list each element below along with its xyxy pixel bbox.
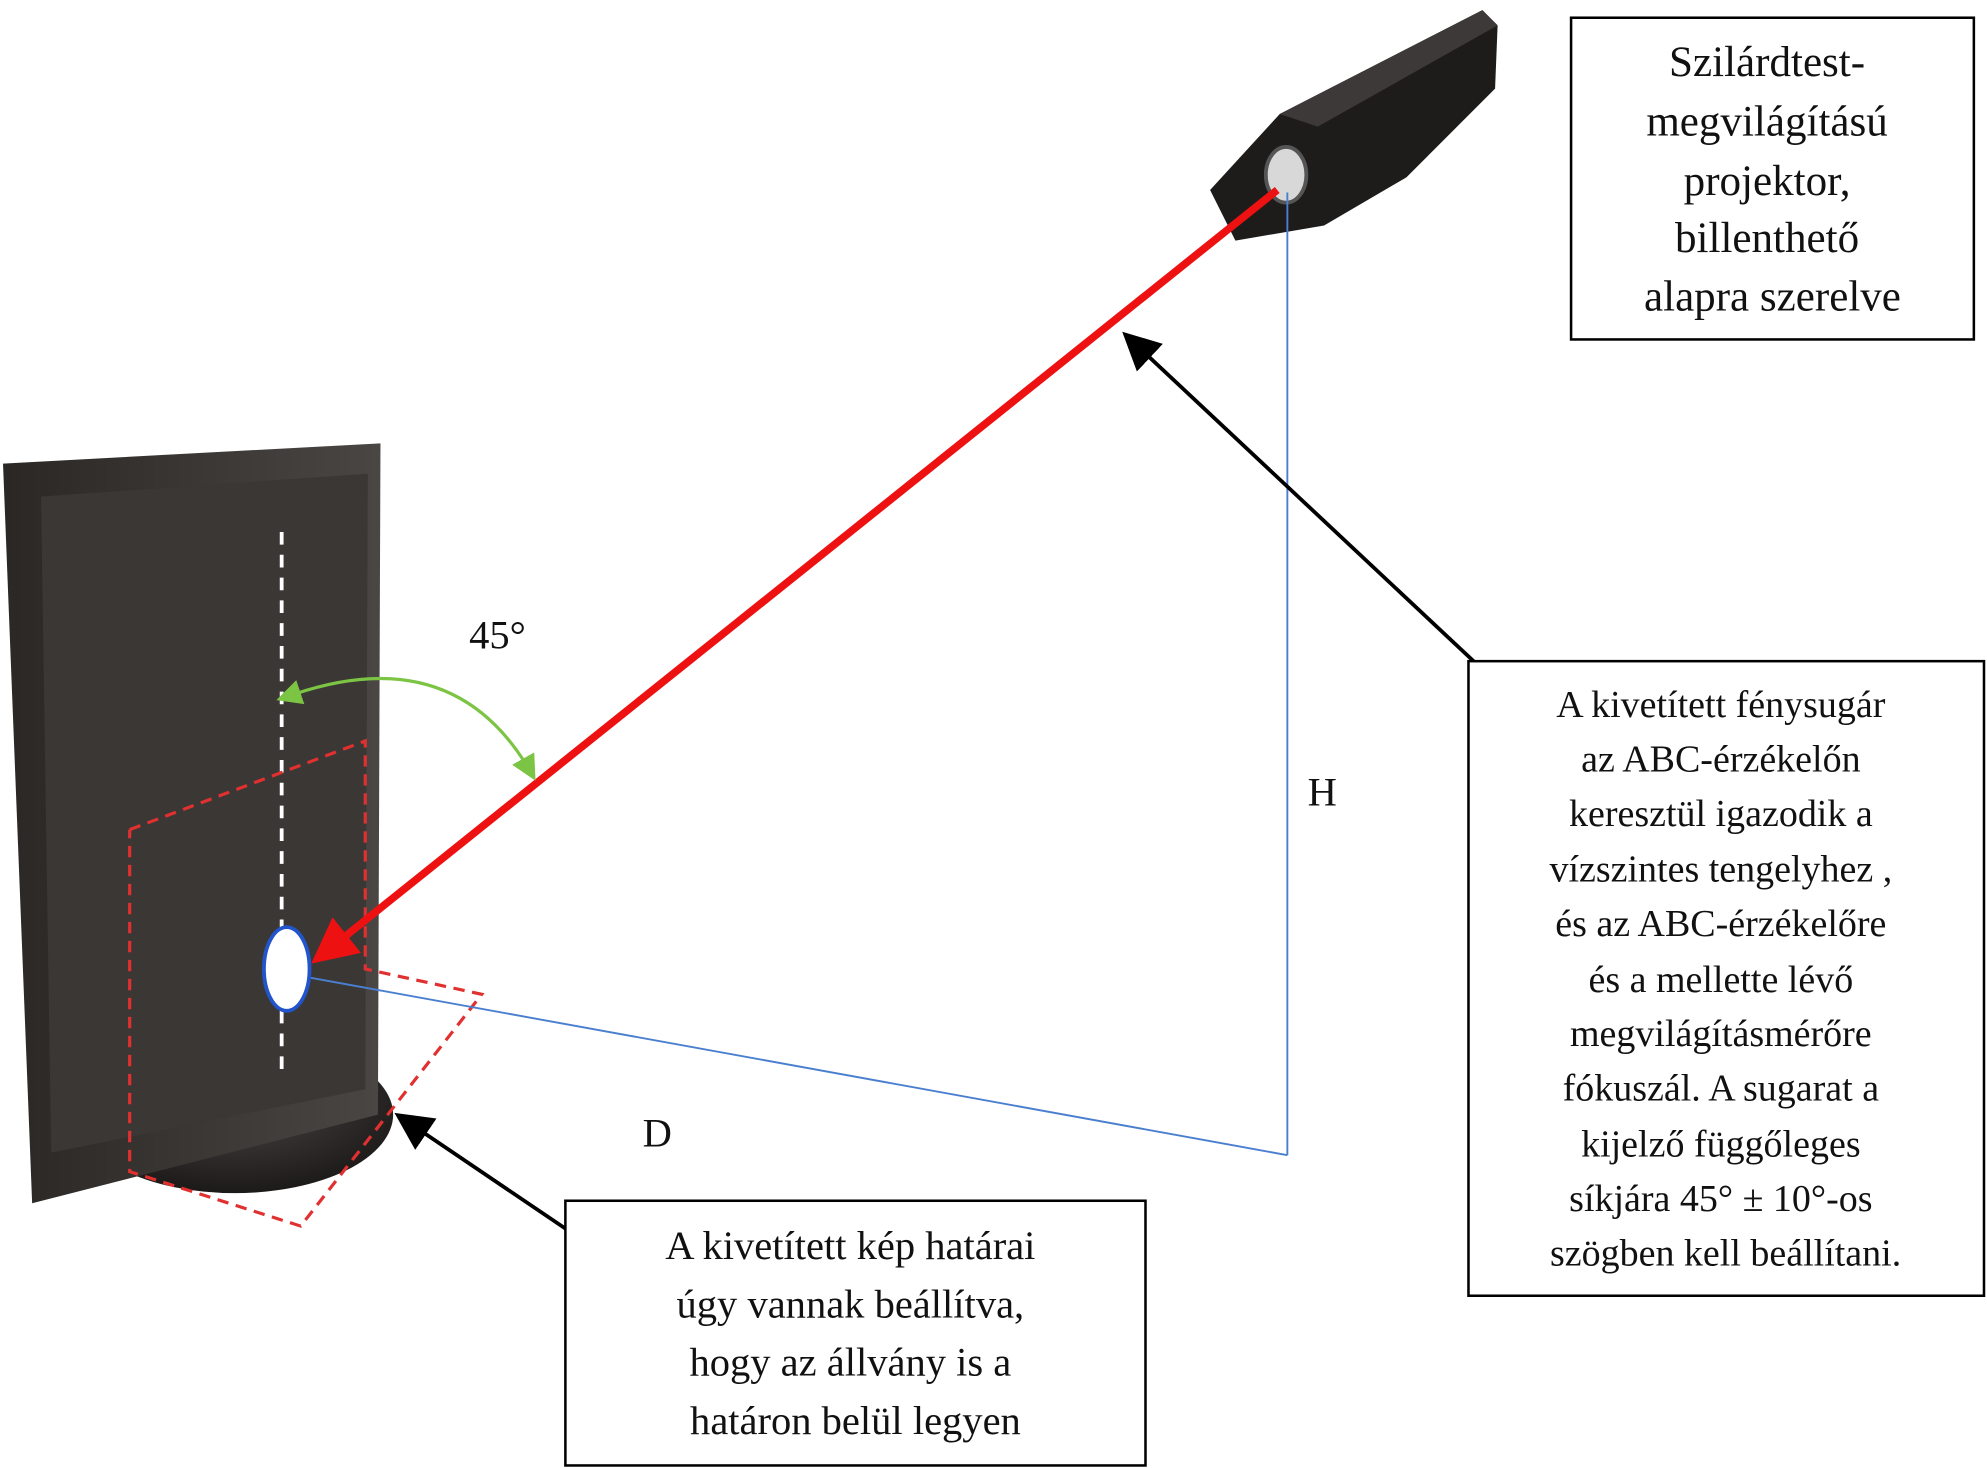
svg-text:Szilárdtest- megvilágítá: Szilárdtest- megvilágítású projektor, bi… [1644, 39, 1901, 320]
callout-line: fókuszál. A sugarat a [1563, 1068, 1880, 1110]
callout-line: A kivetített fénysugár [1556, 684, 1885, 726]
callout-line: és a mellette lévő [1588, 959, 1853, 1001]
monitor-illustration [3, 443, 485, 1228]
callout-line: projektor, [1684, 158, 1851, 205]
angle-label: 45° [469, 613, 526, 658]
image-callout-box: A kivetített kép határai úgy vannak beál… [564, 1199, 1147, 1467]
light-beam [311, 187, 1280, 964]
callout-line: és az ABC-érzékelőre [1555, 903, 1886, 945]
callout-line: szögben kell beállítani. [1550, 1232, 1901, 1274]
callout-line: az ABC-érzékelőn [1581, 738, 1860, 780]
image-callout-arrow [394, 1112, 567, 1231]
callout-line: megvilágítású [1646, 99, 1887, 146]
beam-callout-arrow [1122, 331, 1475, 663]
callout-line: hogy az állvány is a [689, 1340, 1011, 1385]
callout-line: billenthető [1675, 215, 1859, 262]
svg-text:A kivetített kép határai: A kivetített kép határai úgy vannak beál… [665, 1223, 1045, 1443]
distance-label: D [643, 1110, 672, 1155]
callout-line: A kivetített kép határai [665, 1223, 1035, 1268]
callout-line: alapra szerelve [1644, 273, 1901, 320]
monitor-screen [41, 473, 368, 1153]
svg-text:A kivetített fénysugár a: A kivetített fénysugár az ABC-érzékelőn … [1549, 684, 1901, 1274]
abc-sensor [262, 925, 312, 1013]
angle-arc [276, 676, 536, 781]
beam-callout-box: A kivetített fénysugár az ABC-érzékelőn … [1467, 659, 1986, 1298]
projector-callout-box: Szilárdtest- megvilágítású projektor, bi… [1569, 16, 1976, 341]
projector-illustration [1210, 10, 1498, 241]
callout-line: vízszintes tengelyhez , [1549, 849, 1892, 891]
callout-line: úgy vannak beállítva, [677, 1281, 1025, 1326]
callout-line: keresztül igazodik a [1569, 793, 1873, 835]
callout-line: határon belül legyen [690, 1398, 1021, 1443]
callout-line: síkjára 45° ± 10°-os [1569, 1178, 1872, 1220]
callout-line: kijelző függőleges [1581, 1123, 1861, 1165]
distance-line [310, 976, 1288, 1157]
callout-line: megvilágításmérőre [1570, 1013, 1872, 1055]
callout-line: Szilárdtest- [1669, 39, 1865, 86]
height-label: H [1308, 770, 1337, 815]
